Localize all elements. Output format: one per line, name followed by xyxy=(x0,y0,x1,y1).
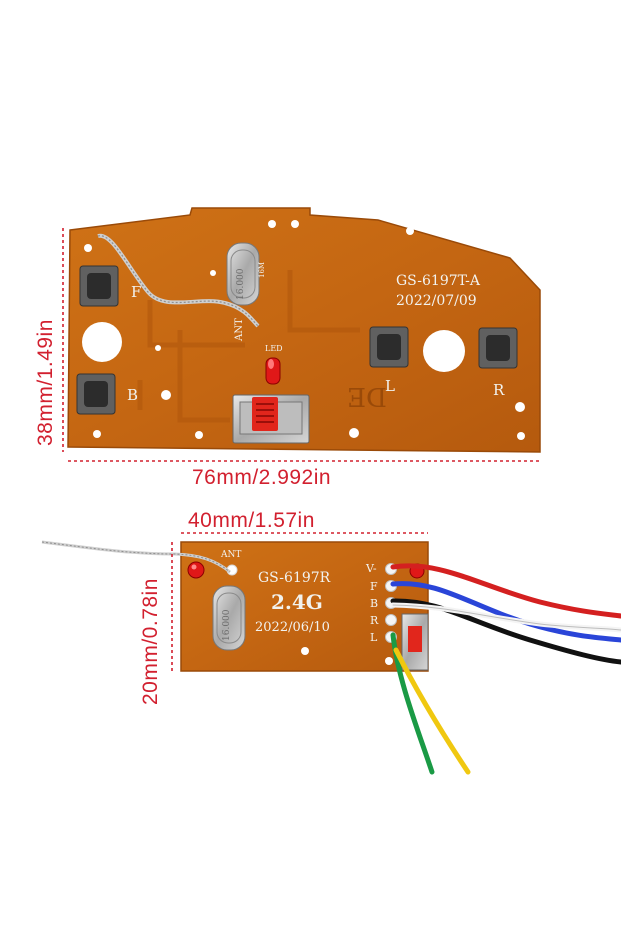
power-switch xyxy=(232,394,310,444)
label-backward: B xyxy=(127,386,139,404)
receiver-pin-label: V- xyxy=(366,562,377,575)
receiver-board xyxy=(41,540,621,775)
receiver-crystal xyxy=(212,585,246,651)
transmitter-dimension-lines xyxy=(62,228,540,462)
receiver-red-led xyxy=(187,561,205,579)
button-right xyxy=(478,327,518,369)
mounting-hole xyxy=(423,330,465,372)
receiver-pin-label: R xyxy=(370,614,379,627)
crystal-frequency-marking: 16M xyxy=(258,261,266,278)
label-ant: ANT xyxy=(234,318,245,341)
button-backward xyxy=(76,373,116,415)
receiver-width-label: 40mm/1.57in xyxy=(188,509,315,532)
button-forward xyxy=(79,265,119,307)
transmitter-model-text: GS-6197T-A xyxy=(396,273,481,289)
transmitter-board xyxy=(67,207,541,453)
logo-mark: DE xyxy=(347,381,387,411)
receiver-pin-label: F xyxy=(370,580,378,593)
antenna-wire xyxy=(97,233,260,328)
receiver-power-switch xyxy=(401,613,429,671)
receiver-wires xyxy=(390,563,621,775)
label-led: LED xyxy=(265,344,283,353)
receiver-pin-label: L xyxy=(370,631,378,644)
receiver-date-text: 2022/06/10 xyxy=(255,620,330,635)
receiver-pin-label: B xyxy=(370,597,379,610)
crystal-marking: 16.000 xyxy=(236,268,246,301)
receiver-band-text: 2.4G xyxy=(271,590,323,614)
label-left: L xyxy=(385,377,395,395)
receiver-dimension-lines xyxy=(171,532,428,671)
label-right: R xyxy=(493,381,505,399)
receiver-ant-label: ANT xyxy=(221,550,242,560)
receiver-crystal-marking: 16.000 xyxy=(222,609,232,642)
red-led xyxy=(265,357,281,385)
button-left xyxy=(369,326,409,368)
mounting-hole xyxy=(82,322,122,362)
receiver-height-label: 20mm/0.78in xyxy=(139,578,162,705)
crystal-oscillator xyxy=(226,242,260,306)
receiver-model-text: GS-6197R xyxy=(258,570,331,586)
transmitter-date-text: 2022/07/09 xyxy=(396,293,477,309)
label-forward: F xyxy=(131,283,142,301)
transmitter-height-label: 38mm/1.49in xyxy=(34,319,57,446)
transmitter-width-label: 76mm/2.992in xyxy=(192,466,332,489)
